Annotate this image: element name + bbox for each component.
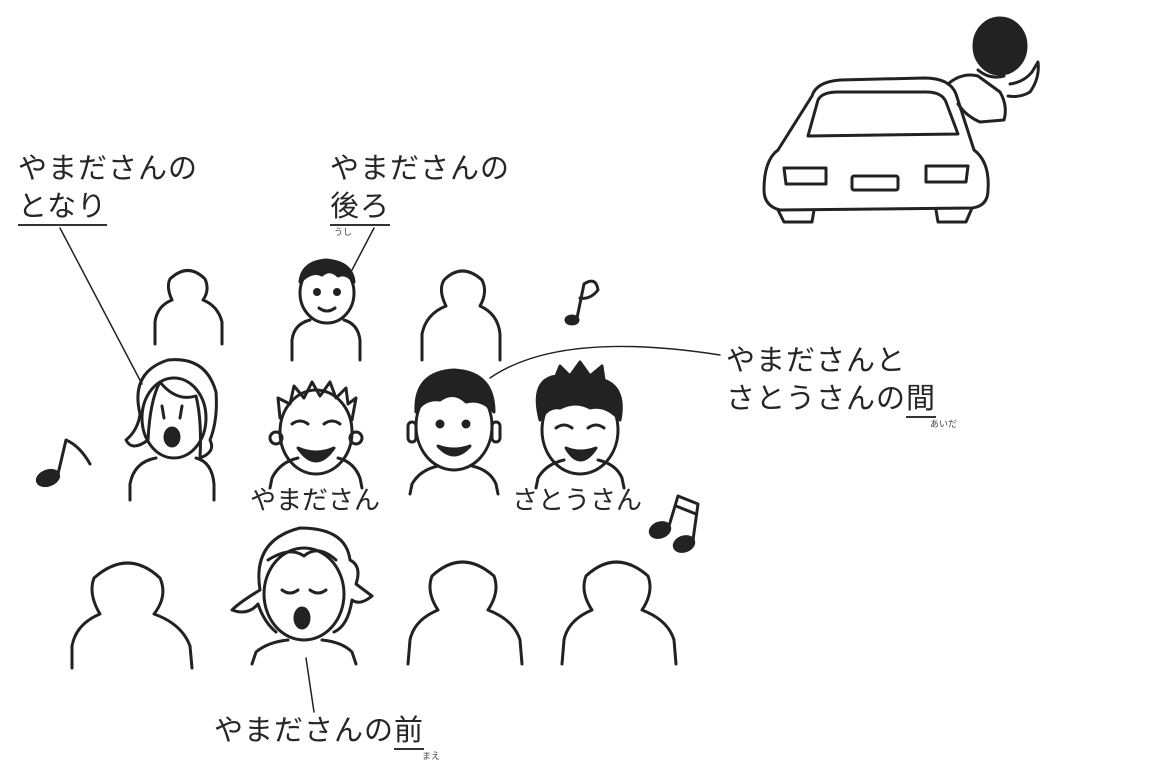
label-tonari-underlined: となり xyxy=(18,189,108,226)
leader-ushiro xyxy=(351,227,375,271)
car-with-driver xyxy=(762,16,1040,224)
leader-tonari xyxy=(59,227,143,385)
ruby-mae: まえ xyxy=(422,752,441,762)
label-aida-line1: やまださんと xyxy=(726,343,907,377)
label-tonari-line1: やまださんの xyxy=(18,151,199,185)
label-mae: やまださんの前 xyxy=(214,712,425,750)
label-mae-text: やまださんの xyxy=(214,713,395,747)
silhouette-front-1 xyxy=(70,561,194,670)
music-note-upper-icon xyxy=(564,279,600,326)
label-ushiro-line1: やまださんの xyxy=(330,151,511,185)
label-ushiro-kanji: 後ろ xyxy=(330,189,391,226)
double-music-note-icon xyxy=(648,494,700,553)
silhouette-back-left xyxy=(153,269,224,346)
yamada-figure xyxy=(268,380,364,490)
label-aida-kanji: 間 xyxy=(906,381,937,418)
boy-behind-yamada xyxy=(290,258,362,362)
label-ushiro-line2: 後ろ xyxy=(330,188,391,226)
sato-figure xyxy=(534,360,626,490)
silhouette-front-4 xyxy=(560,560,678,666)
name-yamada: やまださん xyxy=(250,486,381,516)
ruby-aida: あいだ xyxy=(930,420,958,430)
girl-in-front xyxy=(230,526,374,666)
music-note-left-icon xyxy=(35,438,92,488)
label-tonari-line2: となり xyxy=(18,188,108,226)
ruby-ushiro: うし xyxy=(334,228,353,238)
girl-singing-left xyxy=(124,358,218,502)
label-mae-kanji: 前 xyxy=(394,713,425,750)
label-aida-line2: さとうさんの間 xyxy=(726,380,937,418)
silhouette-front-3 xyxy=(406,560,524,666)
name-sato: さとうさん xyxy=(512,486,643,516)
silhouette-back-right xyxy=(420,269,502,362)
leader-aida xyxy=(489,345,721,379)
leader-mae xyxy=(305,657,315,713)
label-aida-line2-text: さとうさんの xyxy=(726,381,907,415)
person-between xyxy=(406,368,502,496)
